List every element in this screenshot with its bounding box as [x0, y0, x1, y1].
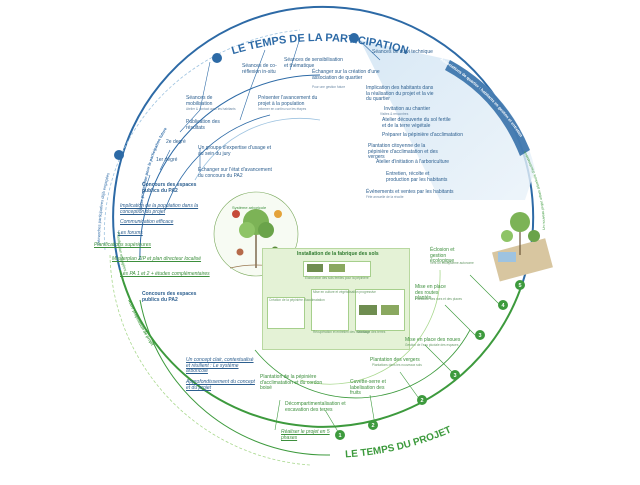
step-badge [515, 280, 525, 290]
node-sensibilisation: Séances de sensibilisation et thématique [284, 57, 343, 69]
node-avancement: Présenter l'avancement du projet à la po… [258, 95, 318, 107]
arc-label-left-blue: Démarches participatives déjà engagées [96, 172, 111, 245]
right-atelier-arbo: Atelier d'initiation à l'arboriculture [376, 159, 450, 165]
participation-step-badges [114, 33, 359, 160]
title-project: LE TEMPS DU PROJET [345, 425, 453, 461]
node-expertise: Un groupe d'expertise d'usage et au sein… [198, 145, 272, 157]
step-badge [417, 395, 427, 405]
box-photo-4 [381, 305, 399, 315]
arc-label-blue-1: Notre proposition pour la participation … [138, 126, 168, 210]
right-implication: Implication des habitants dans la réalis… [366, 85, 434, 103]
right-suivi: Séances de suivi technique [372, 49, 433, 55]
participation-spokes [139, 35, 381, 206]
box-line-2: Création de la pépinière d'acclimatation [269, 298, 325, 302]
step-badge [368, 420, 378, 430]
realiser-link[interactable]: Réaliser le projet en 5 phases [281, 429, 330, 441]
node-echanger-concours: Échanger sur l'état d'avancement du conc… [198, 167, 272, 179]
step-decomp: Décompartimentalisation et excavation de… [285, 401, 346, 413]
box-line-5: Stockage des terres [357, 330, 386, 334]
right-entretien: Entretien, récolte et production par les… [386, 171, 448, 183]
concept-link[interactable]: Un concept clair, contextualisé et résil… [186, 357, 254, 375]
concours-label-top: Concours des espaces publics du PA2 [142, 182, 197, 194]
step-badge [498, 300, 508, 310]
node-coreflexion: Séances de co-réflexion in-situ [242, 63, 277, 75]
box-panel-left [267, 297, 305, 329]
right-stripe-band [445, 60, 530, 156]
node-association: Échanger sur la création d'une associati… [312, 69, 380, 81]
inner-green-arc-1 [139, 299, 331, 456]
node-1er-degre: 1er degré [156, 157, 178, 163]
step-routes-sub: Plantation des rues et des places [415, 297, 462, 301]
green-dashed-ring [109, 254, 311, 466]
step-badge-number: 5 [518, 283, 521, 289]
project-outer-ring [119, 269, 521, 428]
box-photo-3 [359, 305, 377, 315]
arboricole-label: Système arboricole [232, 205, 267, 210]
box-photo-1 [307, 264, 323, 272]
soil-factory-title: Installation de la fabrique des sols [297, 251, 379, 257]
right-atelier-sol: Atelier découverte du sol fertile et de … [382, 117, 451, 129]
right-shaded-wedge [360, 40, 535, 200]
step-cuvette: Cuvette-serre et labelisation des fruits [350, 379, 386, 397]
step-vergers: Plantation des vergers [370, 357, 420, 363]
step-eclosion: Éclosion et gestion écologique [430, 247, 455, 265]
soil-factory-box: Installation de la fabrique des sols Éla… [262, 248, 410, 350]
inner-blue-arc-2 [164, 114, 271, 211]
masterplan-link[interactable]: Masterplan ZIP et plan directeur localis… [112, 256, 202, 262]
step-badge-number: 2 [420, 398, 423, 404]
concours-label-bottom: Concours des espaces publics du PA2 [142, 291, 197, 303]
node-2e-degre: 2e degré [166, 139, 186, 145]
right-invitation: Invitation au chantier [384, 106, 431, 112]
forums-link[interactable]: Les forums [118, 230, 143, 236]
box-line-1: Élaboration des sols fertiles pour la pé… [305, 276, 369, 280]
step-badge [475, 330, 485, 340]
step-eclosion-sub: Vers un écosystème autonome [430, 261, 474, 265]
step-badge-number: 4 [501, 303, 505, 309]
implication-link[interactable]: Implication de la population dans la con… [120, 203, 199, 215]
project-spokes [274, 274, 501, 436]
node-mobilisation-sub: Atelier & contact avec les habitants [186, 107, 236, 111]
step-badge-number: 2 [371, 423, 374, 429]
step-routes: Mise en place des routes plantés [415, 284, 446, 302]
communication-link[interactable]: Communication efficace [120, 219, 174, 225]
right-invitation-sub: Visites & rencontres [380, 112, 409, 116]
step-badge-number: 3 [478, 333, 481, 339]
right-preparer: Préparer la pépinière d'acclimatation [382, 132, 463, 138]
step-badge [335, 430, 345, 440]
step-vergers-sub: Plantations dans les nouveaux sols [372, 363, 422, 367]
inner-blue-arc-3 [194, 117, 321, 181]
blue-dashed-ring [103, 29, 301, 251]
node-mobilisation: Séances de mobilisation [186, 95, 213, 107]
step-badge-number: 1 [338, 433, 341, 439]
box-panel-mid [311, 289, 349, 331]
inner-green-arc-3 [299, 269, 441, 385]
planifications-link[interactable]: Planifications supérieures [94, 242, 151, 248]
box-line-3: Mise en culture et végétalisation progre… [313, 290, 376, 294]
project-step-badges: 1 2 2 3 3 4 5 [335, 280, 525, 440]
inner-green-arc-2 [254, 329, 471, 399]
right-plantation-citoyenne: Plantation citoyenne de la pépinière d'a… [368, 143, 438, 161]
node-association-sub: Pour une gestion future [312, 85, 346, 89]
right-evenements-sub: Fête annuelle de la récolte [366, 195, 404, 199]
arc-label-left-green: Planification engagées [116, 232, 128, 272]
right-evenements: Événements et ventes par les habitants [366, 189, 454, 195]
step-noues-sub: Gestion de l'eau pluviale des espaces [405, 343, 459, 347]
node-publication: Publication des résultats [186, 119, 220, 131]
step-pepiniere: Plantation de la pépinière d'acclimatati… [260, 374, 323, 392]
inner-blue-arc-1 [139, 74, 321, 261]
box-photo-2 [329, 264, 345, 272]
step-badge-number: 3 [453, 373, 456, 379]
pa-link[interactable]: Les PA 1 et 2 + études complémentaires [120, 271, 210, 277]
box-line-4: Récupération et entretien des matériaux [313, 330, 370, 334]
step-badge [450, 370, 460, 380]
approfondissement-link[interactable]: Approfondissement du concept et du proje… [186, 379, 255, 391]
step-noues: Mise en place des noues [405, 337, 461, 343]
node-avancement-sub: Informer en continu sur les étapes [258, 107, 307, 111]
right-illustration [492, 212, 553, 282]
